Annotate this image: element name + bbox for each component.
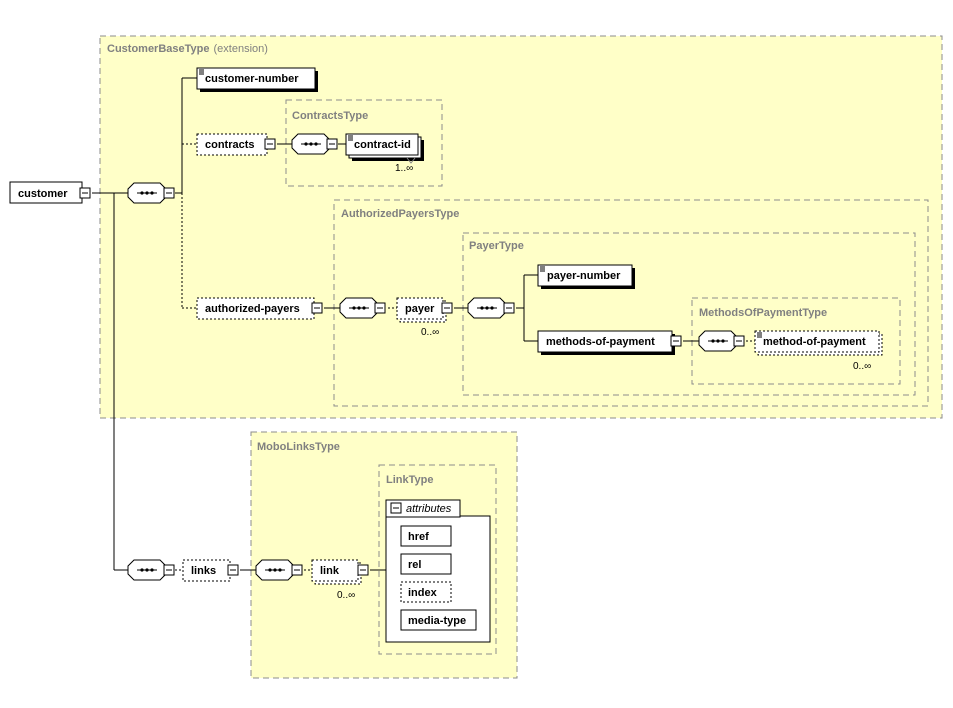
- type-label-authorizedpayerstype: AuthorizedPayersType: [341, 208, 459, 220]
- type-box-authorizedpayerstype: AuthorizedPayersType: [333, 199, 929, 407]
- collapse-icon[interactable]: [311, 302, 323, 314]
- element-label-customer-number: customer-number: [205, 73, 299, 85]
- attribute-href[interactable]: href: [400, 525, 452, 547]
- text-content-icon: [348, 135, 353, 141]
- element-label-contracts: contracts: [205, 139, 255, 151]
- text-content-icon: [757, 332, 762, 338]
- collapse-icon[interactable]: [670, 335, 682, 347]
- sequence-compositor-icon[interactable]: [339, 297, 386, 319]
- element-contract-id[interactable]: contract-id 1..∞: [345, 133, 424, 174]
- type-label-payertype: PayerType: [469, 240, 524, 252]
- sequence-compositor-icon[interactable]: [127, 182, 175, 204]
- element-payer[interactable]: payer 0..∞: [396, 297, 453, 338]
- element-label-payer: payer: [405, 303, 435, 315]
- element-authorized-payers[interactable]: authorized-payers: [196, 297, 323, 320]
- element-customer[interactable]: customer: [9, 181, 91, 204]
- occurrence-label: 0..∞: [853, 361, 871, 372]
- attribute-label: index: [408, 587, 438, 599]
- element-label-customer: customer: [18, 188, 68, 200]
- attributes-header-label: attributes: [406, 503, 452, 515]
- sequence-compositor-icon[interactable]: [291, 133, 338, 155]
- type-box-payertype: PayerType: [462, 232, 916, 396]
- element-method-of-payment[interactable]: method-of-payment 0..∞: [754, 330, 883, 372]
- svg-text:CustomerBaseType(extension): CustomerBaseType (extension): [107, 43, 268, 55]
- element-label-link: link: [320, 565, 340, 577]
- attribute-index[interactable]: index: [400, 581, 452, 603]
- element-label-links: links: [191, 565, 216, 577]
- sequence-compositor-icon[interactable]: [127, 559, 175, 581]
- element-label-method-of-payment: method-of-payment: [763, 336, 866, 348]
- element-customer-number[interactable]: customer-number: [196, 67, 318, 92]
- element-label-payer-number: payer-number: [547, 270, 621, 282]
- occurrence-label: 0..∞: [421, 327, 439, 338]
- type-label-methodsofpaymenttype: MethodsOfPaymentType: [699, 307, 827, 319]
- collapse-icon[interactable]: [357, 564, 369, 576]
- sequence-compositor-icon[interactable]: [698, 330, 745, 352]
- type-label-customerbasetype: CustomerBaseType: [107, 43, 210, 55]
- collapse-icon[interactable]: [390, 502, 402, 514]
- type-box-linktype: LinkType: [378, 464, 497, 655]
- element-methods-of-payment[interactable]: methods-of-payment: [537, 330, 682, 355]
- type-box-contractstype: ContractsType: [285, 99, 443, 187]
- type-label-contractstype: ContractsType: [292, 110, 368, 122]
- text-content-icon: [199, 69, 204, 75]
- occurrence-label: 0..∞: [337, 590, 355, 601]
- collapse-icon[interactable]: [79, 187, 91, 199]
- type-qualifier-extension: (extension): [214, 43, 268, 55]
- connector-lines: [92, 77, 755, 571]
- attribute-label: href: [408, 531, 429, 543]
- sequence-compositor-icon[interactable]: [255, 559, 303, 581]
- element-contracts[interactable]: contracts: [196, 133, 276, 156]
- sequence-compositor-icon[interactable]: [467, 297, 515, 319]
- occurrence-label: 1..∞: [395, 163, 413, 174]
- collapse-icon[interactable]: [227, 564, 239, 576]
- element-links[interactable]: links: [182, 559, 239, 582]
- attribute-rel[interactable]: rel: [400, 553, 452, 575]
- text-content-icon: [540, 266, 545, 272]
- type-label-linktype: LinkType: [386, 474, 433, 486]
- collapse-icon[interactable]: [441, 302, 453, 314]
- attribute-media-type[interactable]: media-type: [400, 609, 477, 631]
- element-label-contract-id: contract-id: [354, 139, 411, 151]
- attribute-label: media-type: [408, 615, 466, 627]
- element-label-methods-of-payment: methods-of-payment: [546, 336, 655, 348]
- element-link[interactable]: link 0..∞: [311, 559, 369, 601]
- attributes-group: attributes href rel index media-type: [385, 499, 491, 643]
- type-label-mobolinkstype: MoboLinksType: [257, 441, 340, 453]
- element-payer-number[interactable]: payer-number: [537, 264, 635, 289]
- attribute-label: rel: [408, 559, 421, 571]
- collapse-icon[interactable]: [264, 138, 276, 150]
- element-label-authorized-payers: authorized-payers: [205, 303, 300, 315]
- type-box-customerbasetype: CustomerBaseType (extension): [99, 35, 943, 419]
